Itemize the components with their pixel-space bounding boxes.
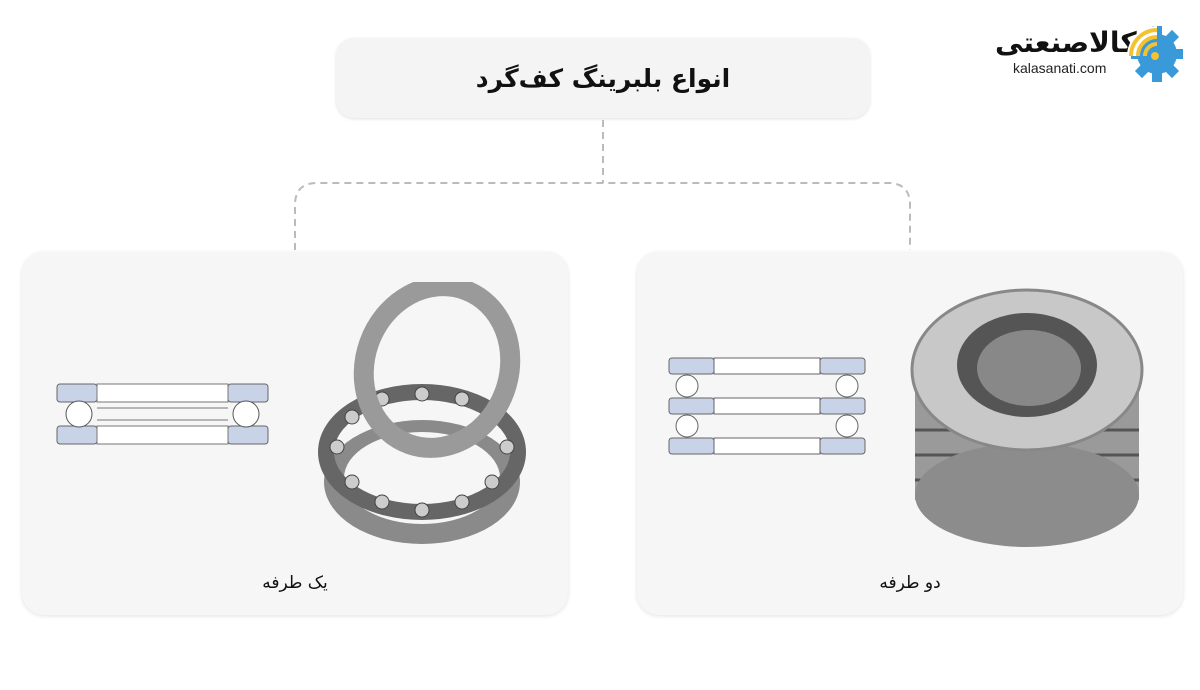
logo: کالاصنعتی kalasanati.com [995, 22, 1185, 86]
logo-text-fa: کالاصنعتی [995, 26, 1137, 59]
logo-text-en: kalasanati.com [1013, 60, 1107, 76]
diagram-title: انواع بلبرینگ کف‌گرد [336, 38, 870, 118]
card-single-direction: یک طرفه [22, 252, 568, 615]
card-label: یک طرفه [262, 573, 328, 593]
gear-icon [1127, 26, 1183, 82]
double-bearing-diagram [668, 357, 866, 455]
double-bearing-photo [910, 288, 1144, 547]
connector-lines [294, 120, 911, 250]
card-double-direction: دو طرفه [637, 252, 1183, 615]
card-label: دو طرفه [879, 573, 941, 593]
single-bearing-diagram [56, 383, 269, 445]
single-bearing-photo [318, 282, 526, 544]
